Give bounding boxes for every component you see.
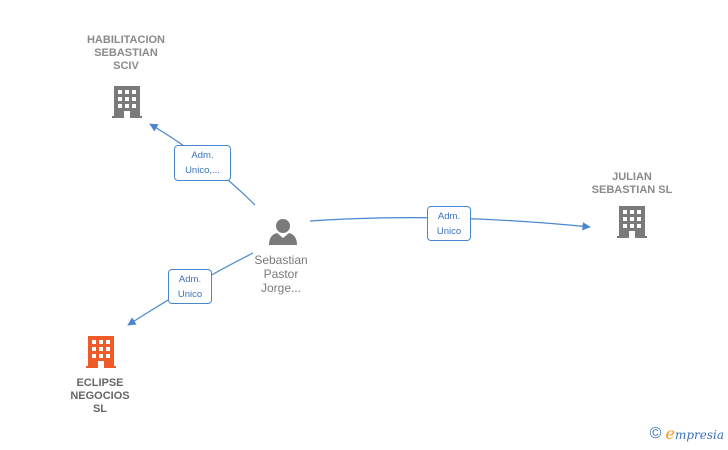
node-label-habilitacion[interactable]: HABILITACION SEBASTIAN SCIV bbox=[86, 34, 165, 72]
copyright-icon: © bbox=[649, 425, 662, 442]
brand-name: mpresia bbox=[674, 428, 724, 442]
footer-branding: © empresia bbox=[650, 424, 724, 444]
person-label[interactable]: Sebastian Pastor Jorge... bbox=[254, 253, 308, 295]
node-label-eclipse[interactable]: ECLIPSE NEGOCIOS SL bbox=[70, 377, 130, 415]
edge-label-julian[interactable]: Adm. Unico bbox=[427, 206, 471, 241]
edge-label-habilitacion[interactable]: Adm. Unico,... bbox=[174, 145, 231, 181]
building-icon-habilitacion[interactable] bbox=[112, 86, 142, 118]
building-icon-julian[interactable] bbox=[617, 206, 647, 238]
brand-initial: e bbox=[665, 424, 675, 443]
building-icon-eclipse[interactable] bbox=[86, 336, 116, 368]
person-icon[interactable] bbox=[269, 219, 297, 245]
brand-logo[interactable]: empresia bbox=[665, 424, 724, 444]
node-label-julian[interactable]: JULIAN SEBASTIAN SL bbox=[591, 171, 673, 196]
edge-label-eclipse[interactable]: Adm. Unico bbox=[168, 269, 212, 304]
